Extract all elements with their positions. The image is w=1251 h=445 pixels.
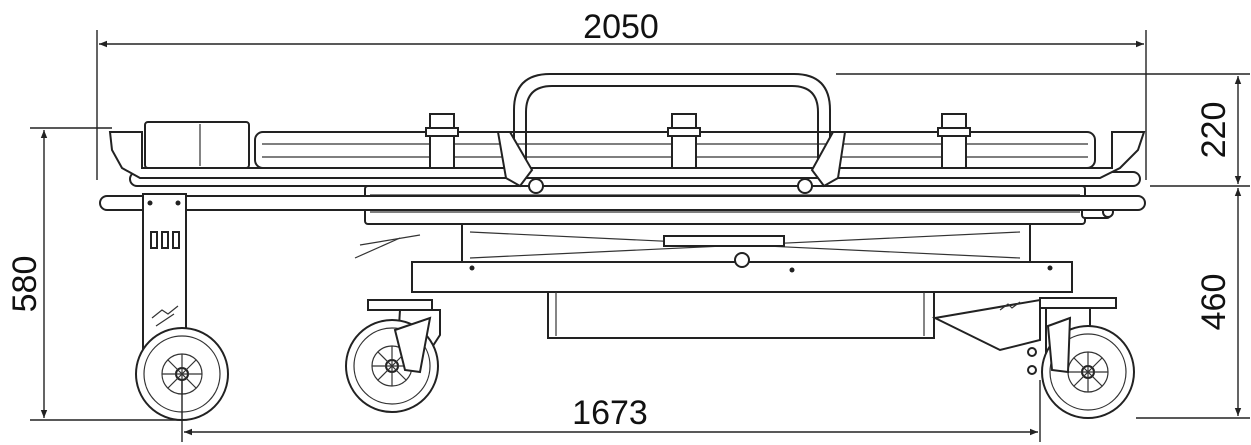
dim-frame-height-label: 460 <box>1195 274 1233 331</box>
rear-caster <box>1027 297 1135 419</box>
dimension-wheelbase: 1673 <box>181 380 1041 442</box>
long-bar <box>99 195 1146 211</box>
dim-wheelbase-label: 1673 <box>572 394 648 432</box>
dimension-handle-height: 220 <box>836 73 1250 187</box>
dim-handle-height-label: 220 <box>1195 102 1233 159</box>
mattress-platform <box>108 121 1146 179</box>
dimension-total-height: 580 <box>6 127 180 421</box>
middle-caster <box>345 299 441 413</box>
lift-mechanism <box>354 225 1031 268</box>
push-handle <box>513 73 831 168</box>
rear-support-plate <box>931 298 1041 352</box>
dimension-frame-height: 460 <box>1136 188 1250 419</box>
dim-overall-length-label: 2050 <box>583 8 659 46</box>
platform-posts <box>425 113 971 169</box>
latch-brackets <box>496 131 847 194</box>
storage-basket <box>547 291 935 339</box>
dimension-overall-length: 2050 <box>96 8 1147 180</box>
dim-total-height-label: 580 <box>6 256 44 313</box>
